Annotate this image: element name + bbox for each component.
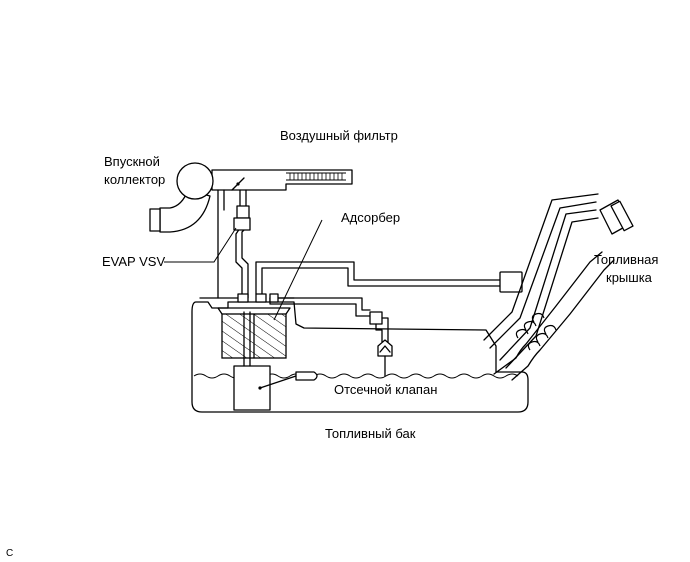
leader-canister bbox=[273, 219, 323, 321]
figure-code: C bbox=[6, 548, 13, 559]
label-evap-vsv: EVAP VSV bbox=[102, 254, 165, 269]
canister bbox=[217, 293, 291, 359]
leader-evap-vsv bbox=[164, 227, 237, 263]
vent-line bbox=[255, 261, 523, 377]
intake-manifold bbox=[149, 162, 214, 233]
label-fuel-cap-1: Топливная bbox=[594, 252, 658, 267]
label-fuel-tank: Топливный бак bbox=[325, 426, 416, 441]
purge-lines bbox=[217, 189, 249, 299]
label-cutoff-valve: Отсечной клапан bbox=[334, 382, 437, 397]
air-filter bbox=[211, 169, 353, 191]
fuel-pump-unit bbox=[233, 311, 318, 411]
label-canister: Адсорбер bbox=[341, 210, 400, 225]
label-intake-manifold-1: Впускной bbox=[104, 154, 160, 169]
label-intake-manifold-2: коллектор bbox=[104, 172, 165, 187]
evap-vsv bbox=[233, 205, 251, 231]
label-air-filter: Воздушный фильтр bbox=[280, 128, 398, 143]
label-fuel-cap-2: крышка bbox=[606, 270, 653, 285]
filler-neck bbox=[483, 193, 634, 381]
